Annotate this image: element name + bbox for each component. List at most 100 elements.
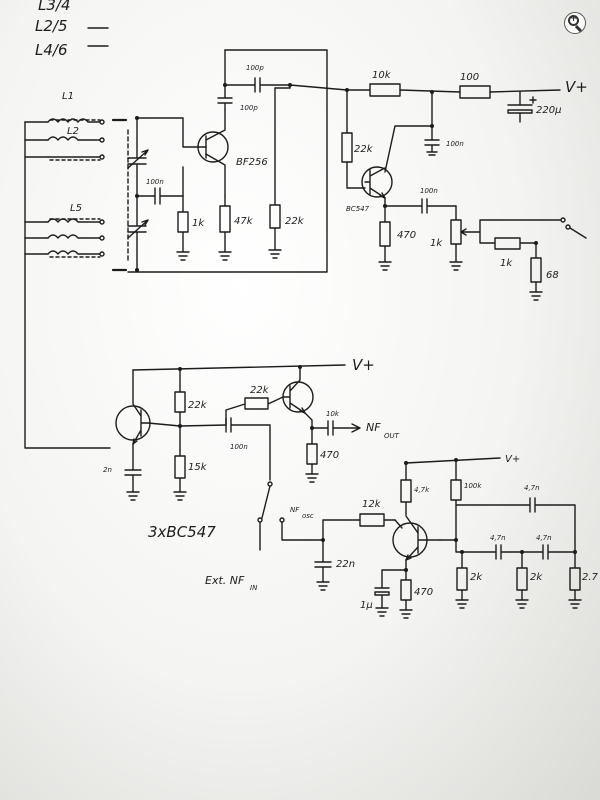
label-c-4-7n-a: 4,7n <box>490 534 506 542</box>
capacitor-100n-output <box>384 198 457 214</box>
potentiometer-1k <box>449 205 463 271</box>
resistor-1k-output <box>494 237 521 250</box>
label-fet-type: BF256 <box>236 157 268 168</box>
zoom-in-button[interactable]: + <box>564 12 586 34</box>
label-nf-osc-sub: osc <box>302 512 314 520</box>
label-r-22k-osc: 22k <box>285 216 305 227</box>
label-c-100n-gate: 100n <box>146 178 164 186</box>
label-r-22k-bias: 22k <box>188 400 208 411</box>
tuning-box-outline <box>127 49 328 273</box>
coil-label-l2: L2 <box>67 126 79 137</box>
label-r-1k-gate: 1k <box>192 218 205 229</box>
coil-l1 <box>47 118 101 123</box>
transistor-bc547-audio-2 <box>282 366 314 414</box>
resistor-12k <box>322 513 396 541</box>
capacitor-100n-gate <box>136 187 184 205</box>
label-nf-osc: NF <box>290 506 300 514</box>
audio-source-switch <box>257 481 324 551</box>
resistor-10k-supply <box>369 83 401 97</box>
capacitor-2n <box>124 443 142 501</box>
label-r-12k: 12k <box>362 499 382 510</box>
label-r-68: 68 <box>546 270 559 281</box>
resistor-2k-c <box>568 551 582 609</box>
label-r-470-emitter: 470 <box>397 230 416 241</box>
label-c-4-7n-top: 4,7n <box>524 484 540 492</box>
variable-capacitor-group <box>127 116 199 272</box>
coil-selector-switch: L1 L2 L5 <box>24 91 129 449</box>
label-c-1u: 1µ <box>360 600 373 611</box>
resistor-470-emitter <box>378 205 392 271</box>
resistor-470-audio <box>305 427 319 483</box>
label-ext-nf: Ext. NF <box>205 574 245 587</box>
coil-label-l1: L1 <box>62 91 74 102</box>
label-r-100: 100 <box>460 72 479 83</box>
resistor-1k-gate <box>176 195 190 261</box>
capacitor-1u <box>374 569 407 617</box>
capacitor-10u-out <box>311 420 361 436</box>
label-c-100n-out: 100n <box>420 187 438 195</box>
label-c-4-7n-b: 4,7n <box>536 534 552 542</box>
coil-label-l3-l4: L3/4 <box>38 0 71 14</box>
capacitor-4-7n-feedback <box>455 497 576 553</box>
label-r-1k-out: 1k <box>500 258 513 269</box>
resistor-2k-a <box>455 551 469 609</box>
rc-ladder-caps <box>455 519 576 560</box>
coil-l2 <box>47 136 101 141</box>
label-nf-out-sub: OUT <box>384 432 400 440</box>
resistor-2k-b <box>515 551 529 609</box>
label-bc547-buffer: BC547 <box>346 205 370 213</box>
supply-rail-audio <box>132 364 346 371</box>
label-c-100p: 100p <box>240 104 258 112</box>
coil-l5 <box>47 234 101 239</box>
transistor-bc547-audio-3 <box>392 515 441 561</box>
label-r-2k-b: 2k <box>530 572 543 583</box>
coil-label-l2-l5: L2/5 <box>35 17 68 35</box>
resistor-22k-bias <box>174 368 186 427</box>
label-r-2k-a: 2k <box>470 572 483 583</box>
coil-l6 <box>47 250 101 255</box>
label-transistor-count: 3xBC547 <box>148 523 216 541</box>
capacitor-100p-output <box>224 77 291 93</box>
resistor-15k-bias <box>173 425 187 501</box>
resistor-47k-source <box>218 195 232 261</box>
label-c-220u: 220µ <box>536 105 561 116</box>
capacitor-100n-supply <box>424 91 440 156</box>
wire-left-bus <box>24 121 111 449</box>
label-c-22n: 22n <box>336 559 355 570</box>
resistor-100-supply <box>459 85 491 99</box>
label-c-100n-supply: 100n <box>446 140 464 148</box>
capacitor-220u <box>507 91 533 123</box>
label-r-10k: 10k <box>372 70 392 81</box>
coil-label-l5: L5 <box>70 203 82 214</box>
label-v-plus-osc: V+ <box>505 454 520 465</box>
transistor-bc547-buffer: BC547 <box>346 166 393 213</box>
resistor-4-7k <box>400 462 412 516</box>
fet-bf256: BF256 <box>197 109 268 197</box>
resistor-22k-output <box>268 84 291 259</box>
label-r-4-7k: 4,7k <box>414 486 430 494</box>
label-v-plus-audio: V+ <box>352 356 375 374</box>
label-pot-1k: 1k <box>430 238 443 249</box>
resistor-470-osc <box>399 569 413 619</box>
label-r-15k: 15k <box>188 462 208 473</box>
label-c-2n: 2n <box>103 466 112 474</box>
label-c-10u: 10k <box>326 410 340 418</box>
label-ext-nf-sub: IN <box>250 584 258 592</box>
label-c-100n-audio: 100n <box>230 443 248 451</box>
label-r-2k-c: 2.7 <box>582 572 599 583</box>
label-r-470-osc: 470 <box>414 587 433 598</box>
label-dashes <box>87 27 109 47</box>
coil-label-l4-l6: L4/6 <box>35 41 68 59</box>
label-nf-out: NF <box>366 421 381 434</box>
label-r-100k: 100k <box>464 482 482 490</box>
resistor-100k <box>450 459 462 521</box>
resistor-22k-feedback <box>244 397 269 410</box>
label-r-47k: 47k <box>234 216 254 227</box>
label-r-22k-base: 22k <box>354 144 374 155</box>
label-r-470-audio: 470 <box>320 450 339 461</box>
label-v-plus-top: V+ <box>565 78 588 96</box>
capacitor-100p-feedback <box>217 84 233 111</box>
resistor-22k-base <box>341 89 366 189</box>
